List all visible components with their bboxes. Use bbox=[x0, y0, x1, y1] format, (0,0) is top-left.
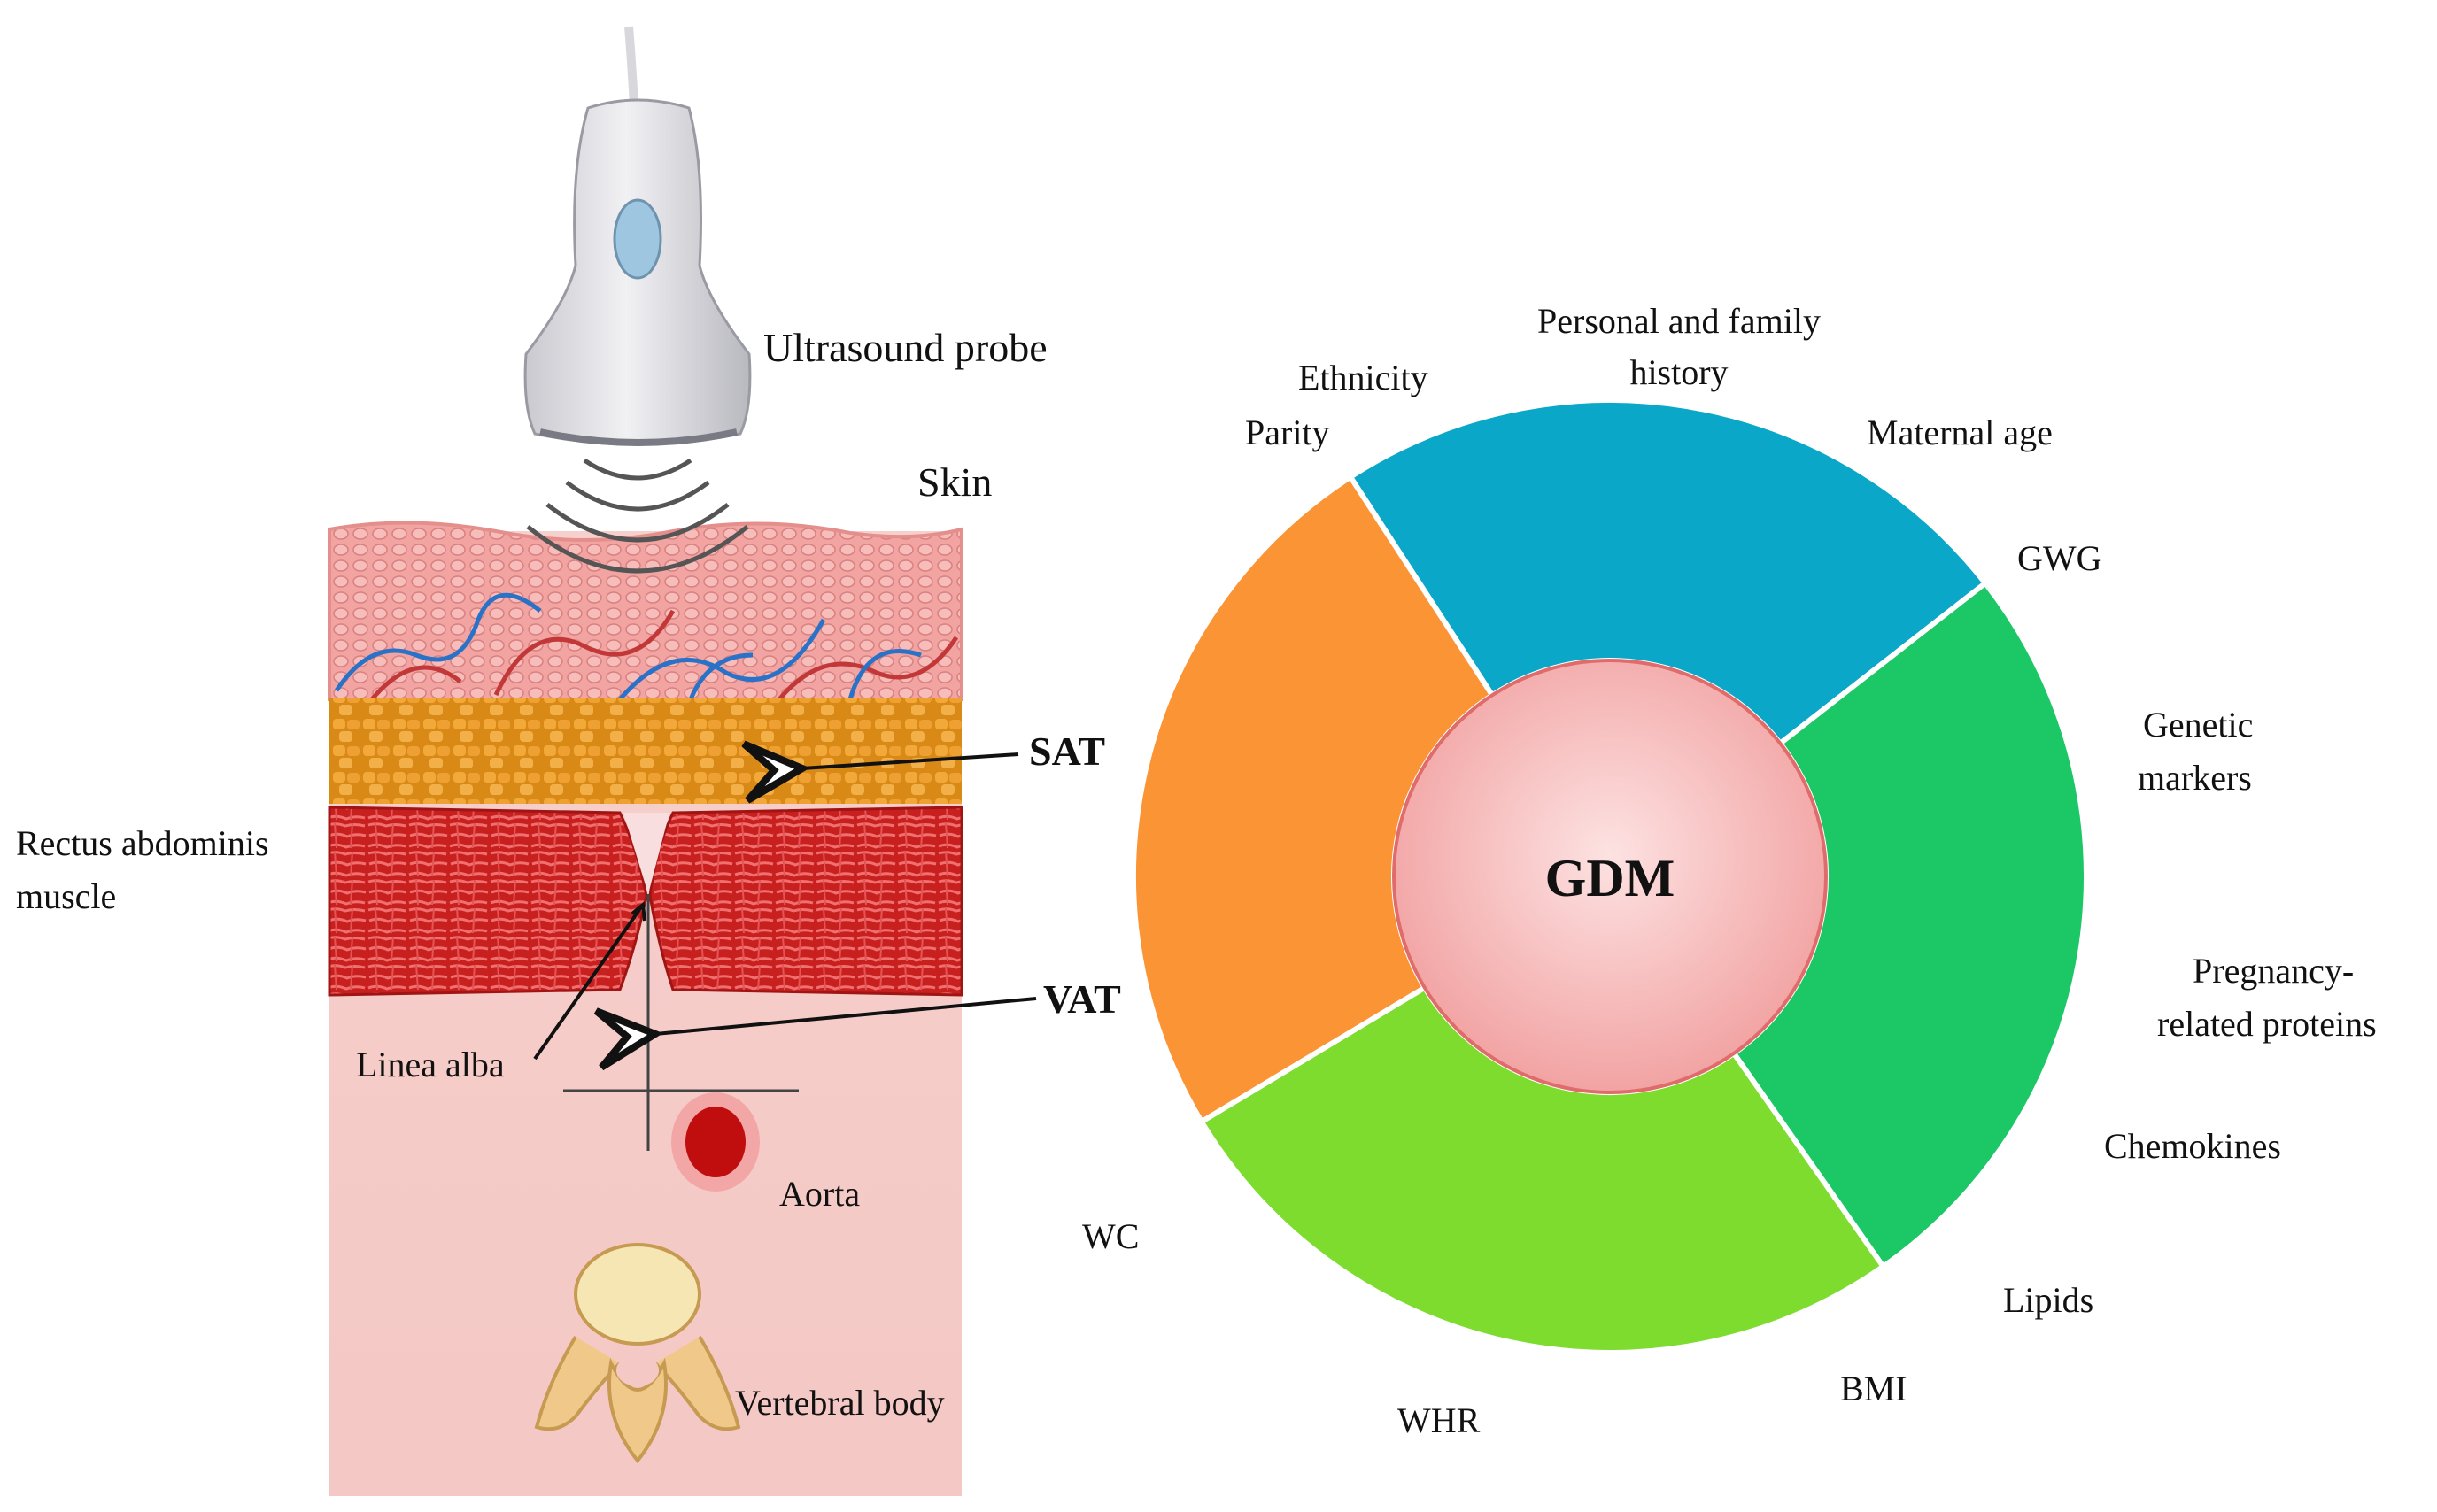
label-parity: Parity bbox=[1245, 413, 1330, 452]
linea-alba bbox=[623, 813, 669, 894]
skin-layer bbox=[328, 521, 963, 701]
label-personal-history-line2: history bbox=[1629, 352, 1728, 392]
rectus-muscle-left bbox=[328, 806, 648, 997]
label-genetic-markers-line1: Genetic bbox=[2143, 705, 2253, 744]
subcutaneous-fat-layer bbox=[329, 698, 962, 804]
vertebral-label: Vertebral body bbox=[735, 1383, 945, 1423]
sound-waves bbox=[526, 458, 749, 574]
aorta-label: Aorta bbox=[779, 1174, 860, 1214]
sat-label: SAT bbox=[1029, 729, 1105, 774]
label-whr: WHR bbox=[1397, 1400, 1481, 1440]
rectus-label-line1: Rectus abdominis bbox=[16, 823, 269, 863]
callout-arrows bbox=[533, 754, 1037, 1061]
label-wc: WC bbox=[1082, 1216, 1139, 1256]
rectus-muscle-right bbox=[648, 806, 963, 997]
label-maternal-age: Maternal age bbox=[1867, 413, 2053, 452]
label-bmi: BMI bbox=[1840, 1369, 1907, 1408]
linea-alba-label: Linea alba bbox=[356, 1045, 505, 1084]
vertebra bbox=[534, 1243, 741, 1464]
label-ethnicity: Ethnicity bbox=[1298, 358, 1428, 397]
abdominal-wall-illustration bbox=[328, 26, 1037, 1496]
sat-arrow bbox=[802, 754, 1019, 768]
label-pregnancy-proteins-line2: related proteins bbox=[2157, 1004, 2377, 1044]
aorta-lumen bbox=[685, 1107, 746, 1177]
rectus-label-line2: muscle bbox=[16, 876, 116, 916]
wheel-segments bbox=[1131, 397, 2089, 1355]
label-genetic-markers-line2: markers bbox=[2138, 758, 2252, 798]
gdm-center-label: GDM bbox=[1545, 849, 1675, 907]
gdm-risk-wheel: GDM bbox=[1131, 397, 2089, 1355]
ultrasound-probe-icon bbox=[523, 26, 752, 446]
label-gwg: GWG bbox=[2017, 538, 2102, 578]
vat-label: VAT bbox=[1043, 976, 1121, 1022]
skin-label: Skin bbox=[917, 459, 992, 505]
gdm-center-circle bbox=[1392, 659, 1828, 1094]
linea-alba-arrow bbox=[533, 903, 645, 1061]
probe-label: Ultrasound probe bbox=[763, 325, 1048, 370]
blood-vessels bbox=[334, 592, 959, 701]
label-chemokines: Chemokines bbox=[2104, 1126, 2281, 1166]
label-pregnancy-proteins-line1: Pregnancy- bbox=[2193, 951, 2354, 991]
label-lipids: Lipids bbox=[2003, 1280, 2093, 1320]
label-personal-history-line1: Personal and family bbox=[1537, 301, 1821, 341]
vat-arrow bbox=[655, 997, 1037, 1034]
